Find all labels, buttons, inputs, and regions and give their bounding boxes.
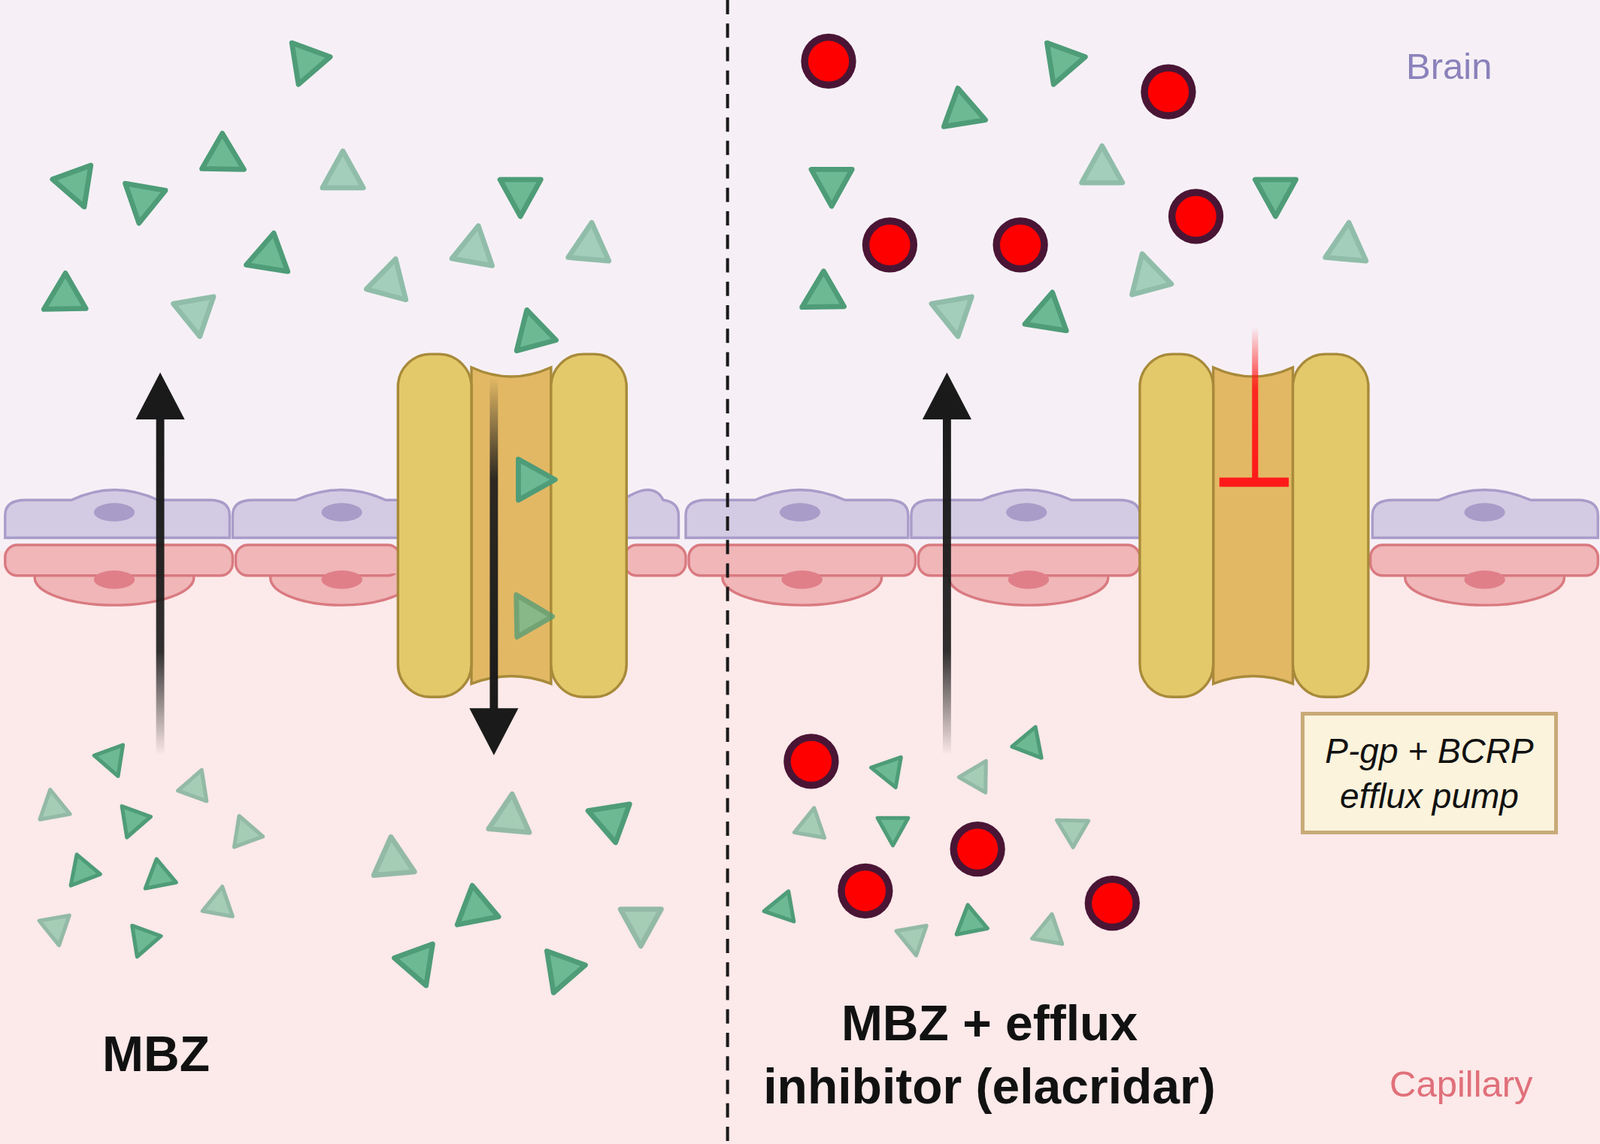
box-text: P-gp + BCRP efflux pump (1316, 728, 1543, 819)
condition-label: MBZ + efflux inhibitor (elacridar) (745, 991, 1234, 1119)
region-label: Capillary (1389, 1061, 1585, 1107)
condition-label: MBZ (102, 1022, 298, 1086)
legend-box: P-gp + BCRP efflux pump (1300, 712, 1558, 835)
region-label: Brain (1406, 43, 1557, 89)
